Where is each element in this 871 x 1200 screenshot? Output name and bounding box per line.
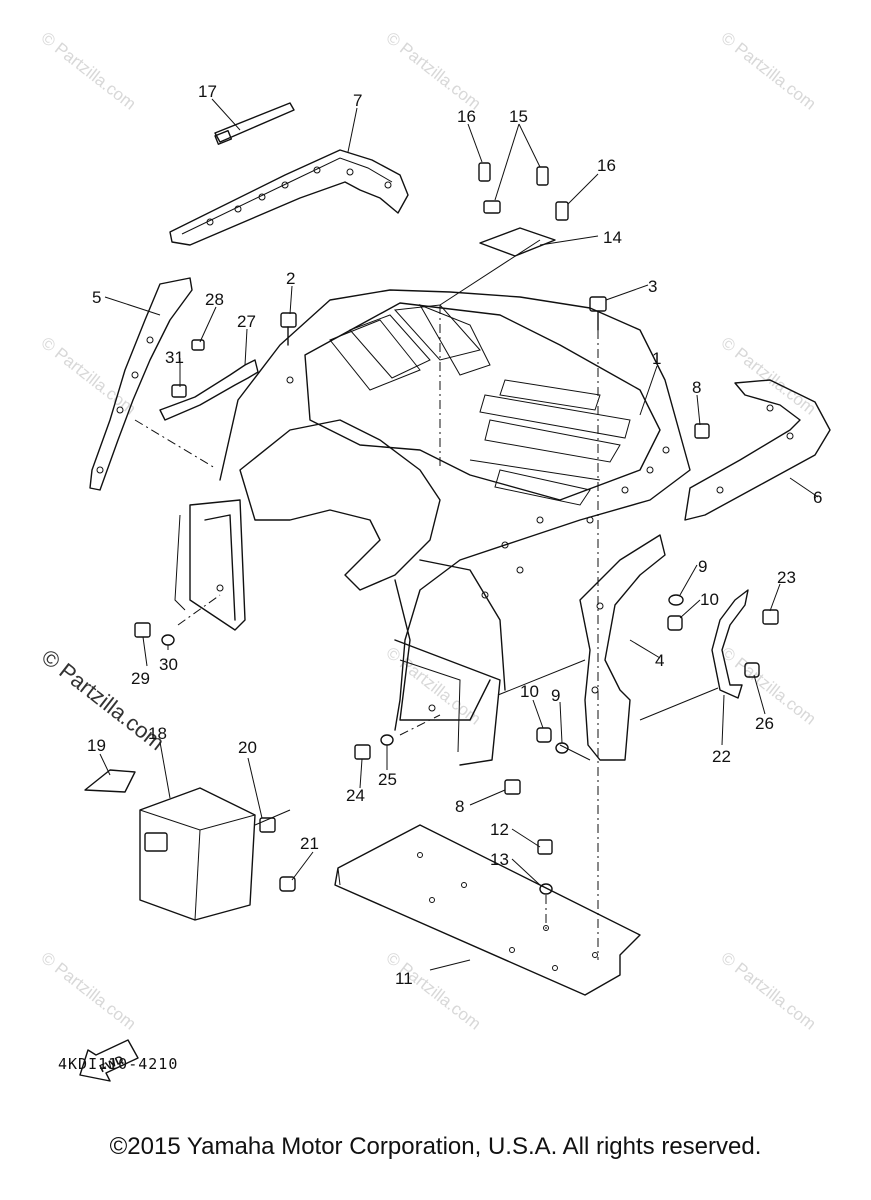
callout-15: 15 [509,107,528,126]
diagram-code: 4KDI110-4210 [58,1055,179,1073]
part-4-right-flap [579,534,666,761]
callout-29: 29 [131,669,150,688]
watermarks: © Partzilla.com © Partzilla.com © Partzi… [37,28,820,1034]
copyright-notice: ©2015 Yamaha Motor Corporation, U.S.A. A… [109,1133,762,1160]
watermark: © Partzilla.com [38,948,140,1034]
callout-21: 21 [300,834,319,853]
parts-14-15-16-pads [478,162,569,257]
callout-11: 11 [395,969,413,988]
callout-5: 5 [92,288,101,307]
leader-lines [99,98,819,971]
callout-22: 22 [712,747,731,766]
callout-3: 3 [648,277,657,296]
watermark: © Partzilla.com [718,28,820,114]
callout-17: 17 [198,82,217,101]
part-27-bracket [159,339,259,421]
callout-24: 24 [346,786,365,805]
parts-2-3-bolts [280,296,607,346]
callout-8: 8 [455,797,464,816]
part-18-toolbox [84,769,296,921]
parts-24-25-8-lower [354,423,710,795]
part-1-rear-fender [174,289,691,766]
part-11-tray [334,824,641,996]
callout-6: 6 [813,488,822,507]
callout-9: 9 [551,686,560,705]
callout-20: 20 [238,738,257,757]
callout-9: 9 [698,557,707,576]
parts-29-30 [134,622,175,646]
callout-26: 26 [755,714,774,733]
callout-18: 18 [148,724,167,743]
callout-12: 12 [490,820,509,839]
watermark: © Partzilla.com [383,28,485,114]
callout-10: 10 [520,682,539,701]
callout-19: 19 [87,736,106,755]
callout-23: 23 [777,568,796,587]
callout-31: 31 [165,348,184,367]
watermark: © Partzilla.com [383,948,485,1034]
callout-7: 7 [353,91,362,110]
callout-16: 16 [597,156,616,175]
callout-13: 13 [490,850,509,869]
callout-1: 1 [652,349,661,368]
callout-8: 8 [692,378,701,397]
callout-14: 14 [603,228,622,247]
callout-28: 28 [205,290,224,309]
callout-30: 30 [159,655,178,674]
part-17-strap [214,102,295,145]
callouts: 17 7 16 15 16 14 2 3 5 28 27 31 1 8 6 9 … [87,82,822,988]
callout-4: 4 [655,651,664,670]
callout-25: 25 [378,770,397,789]
alignment-lines [134,239,719,960]
watermark: © Partzilla.com [718,948,820,1034]
watermark: © Partzilla.com [38,28,140,114]
callout-16: 16 [457,107,476,126]
callout-10: 10 [700,590,719,609]
callout-2: 2 [286,269,295,288]
part-6-right-rail [684,379,831,521]
part-7-rear-rail [169,149,409,246]
part-5-left-flap [89,277,193,491]
callout-27: 27 [237,312,256,331]
watermark: © Partzilla.com [38,333,140,419]
